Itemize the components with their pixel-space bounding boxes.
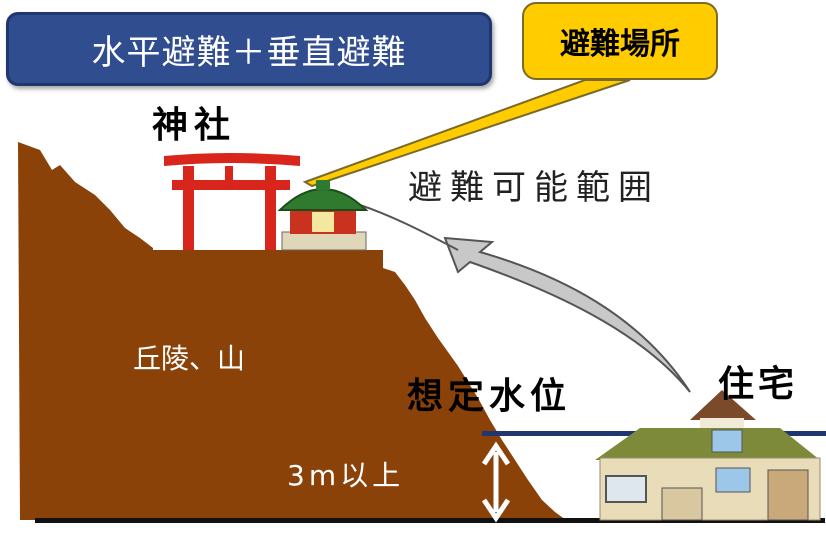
evacuation-arrow	[443, 236, 691, 393]
torii-gate-icon	[164, 153, 300, 250]
shrine-building-icon	[277, 180, 369, 251]
callout-pointer	[302, 79, 631, 188]
house-icon	[595, 390, 821, 521]
callout-text: 避難場所	[560, 27, 680, 62]
water-level-label: 想定水位	[407, 376, 572, 417]
ground-line	[35, 518, 825, 523]
evacuation-arrow-tail	[359, 204, 459, 251]
title-box: 水平避難＋垂直避難	[6, 12, 492, 86]
evacuation-site-callout: 避難場所	[522, 2, 718, 80]
evacuation-range-label: 避難可能範囲	[408, 168, 660, 208]
hill-shape	[18, 142, 566, 520]
height-label: 3m以上	[287, 459, 405, 492]
hill-label: 丘陵、山	[133, 342, 246, 375]
double-arrow-icon	[481, 441, 511, 523]
shrine-label: 神社	[152, 105, 237, 146]
title-text: 水平避難＋垂直避難	[91, 32, 407, 73]
house-label: 住宅	[718, 364, 799, 405]
